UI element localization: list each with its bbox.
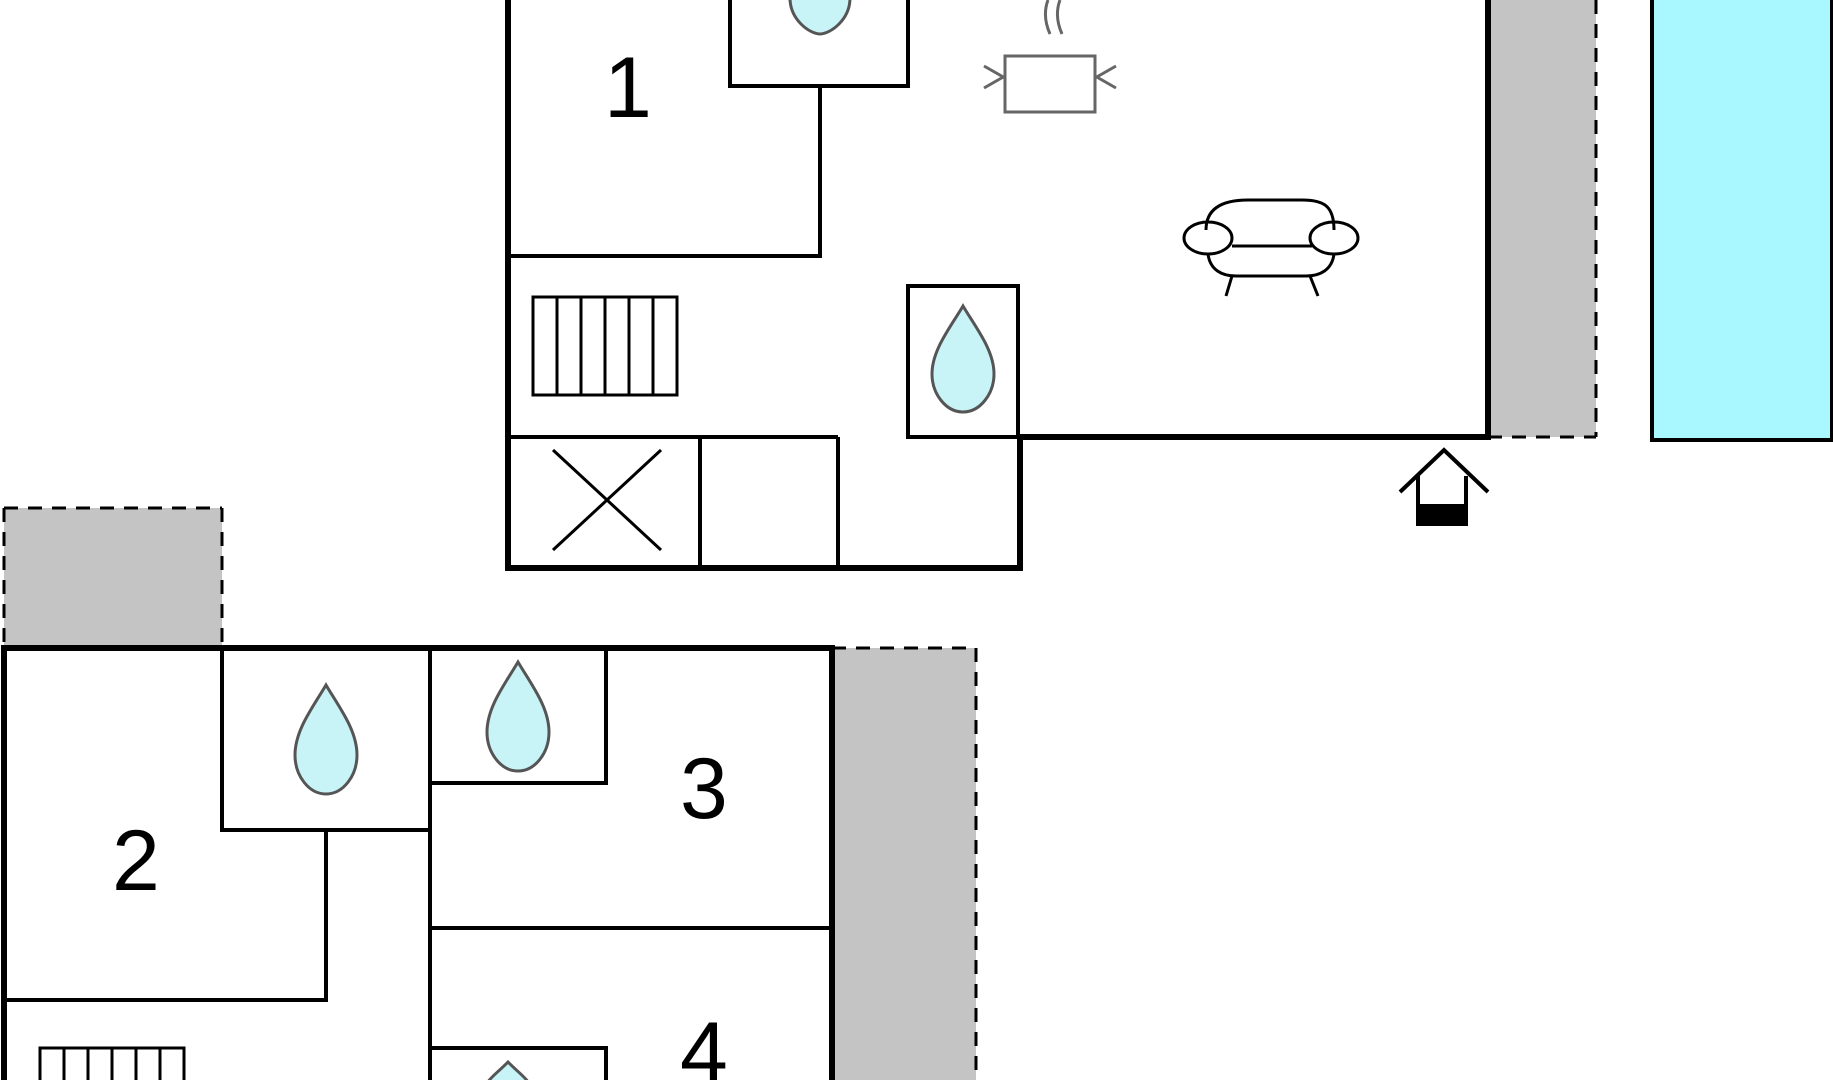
room-label-4: 4 [680,1005,728,1080]
cooking-pot-icon [983,0,1117,114]
terrace-left [2,506,224,648]
lower-interior-walls [4,648,832,1080]
entrance-icon [1398,447,1490,526]
water-drop-icon [487,1059,529,1080]
water-drop-icon [485,659,551,773]
stairs-icon [38,1046,186,1080]
stairs-icon [531,295,679,397]
sofa-icon [1182,198,1360,297]
lower-building-outline [1,645,835,1080]
water-drop-icon [930,303,996,414]
pool [1650,0,1833,442]
room-label-2: 2 [112,813,160,909]
terrace-upper [1488,0,1598,439]
terrace-right [832,646,978,1080]
room-label-1: 1 [604,40,652,136]
room-label-3: 3 [680,741,728,837]
water-drop-icon [293,682,359,796]
water-drop-icon [788,0,852,36]
shower-x-icon [551,448,663,552]
upper-building-outline [505,0,1491,571]
upper-interior-walls [508,0,1020,568]
